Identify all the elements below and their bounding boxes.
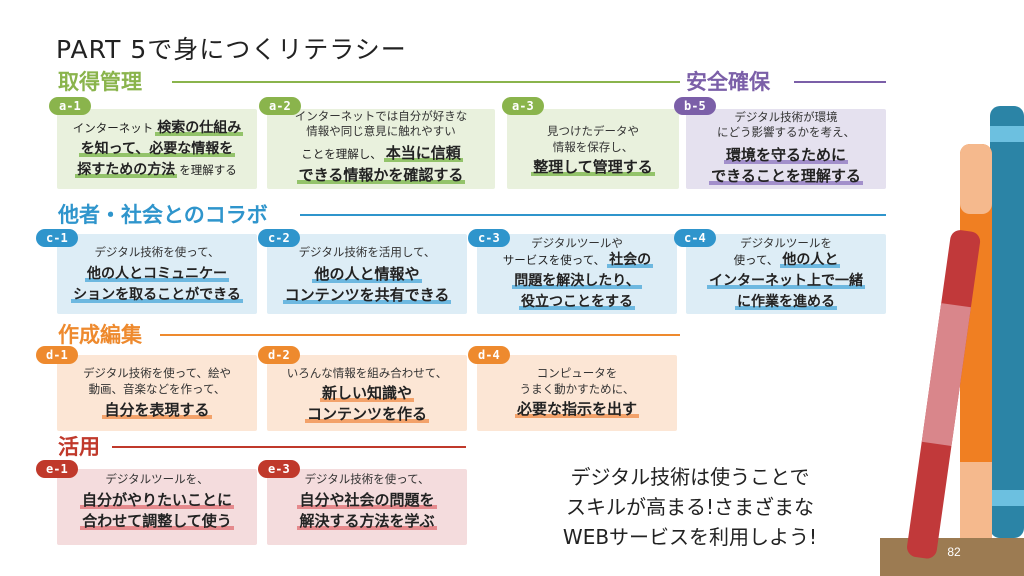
badge-c3: c-3: [468, 229, 510, 247]
card-a3: 見つけたデータや 情報を保存し、 整理して管理する: [507, 109, 679, 189]
page-title: PART 5で身につくリテラシー: [56, 35, 407, 64]
section-heading-acquire: 取得管理: [58, 70, 142, 94]
card-c1-emphasis-1: 他の人とコミュニケー: [87, 266, 227, 282]
card-c4-emphasis-3: に作業を進める: [737, 294, 835, 310]
card-c2-emphasis-2: コンテンツを共有できる: [284, 286, 450, 304]
section-heading-collab: 他者・社会とのコラボ: [58, 203, 268, 227]
card-c3-emphasis-2: 問題を解決したり、: [514, 273, 640, 289]
books-illustration: 82: [880, 106, 1024, 576]
card-d2-emphasis-1: 新しい知識や: [321, 384, 412, 402]
card-a2-emphasis-1: 本当に信頼: [385, 144, 461, 162]
card-b5-text-1: デジタル技術が環境: [734, 110, 838, 124]
section-divider-use: [112, 446, 466, 448]
badge-a1: a-1: [49, 97, 91, 115]
card-b5-emphasis-1: 環境を守るために: [725, 146, 846, 164]
closing-message-line-2: スキルが高まる!さまざまな: [565, 495, 815, 519]
bookshelf-base: [880, 538, 1024, 576]
card-d2: いろんな情報を組み合わせて、 新しい知識や コンテンツを作る: [267, 355, 467, 431]
section-heading-use: 活用: [58, 435, 100, 459]
card-a3-emphasis-1: 整理して管理する: [533, 158, 653, 176]
card-a1-emphasis-3: 探すための方法: [77, 162, 176, 178]
badge-c2: c-2: [258, 229, 300, 247]
card-d2-emphasis-2: コンテンツを作る: [306, 405, 427, 423]
card-a2-text-1: インターネットでは自分が好きな: [294, 109, 468, 123]
card-c2-text-1: デジタル技術を活用して、: [298, 245, 436, 259]
card-a2-emphasis-2: できる情報かを確認する: [298, 166, 464, 184]
badge-e3: e-3: [258, 460, 300, 478]
closing-message: デジタル技術は使うことで スキルが高まる!さまざまな WEBサービスを利用しよう…: [520, 462, 860, 552]
card-a2: インターネットでは自分が好きな 情報や同じ意見に触れやすい ことを理解し、本当に…: [267, 109, 495, 189]
card-c3-emphasis-1: 社会の: [609, 252, 652, 268]
card-a1-emphasis-1: 検索の仕組み: [157, 120, 242, 136]
book-red-leaning: [907, 230, 981, 559]
badge-d4: d-4: [468, 346, 510, 364]
card-c1-emphasis-2: ションを取ることができる: [73, 287, 241, 303]
card-c4-text-1: デジタルツールを: [740, 236, 832, 250]
card-d4-emphasis-1: 必要な指示を出す: [516, 400, 637, 418]
section-divider-acquire: [172, 81, 680, 83]
section-divider-safety: [794, 81, 886, 83]
badge-a2: a-2: [259, 97, 301, 115]
card-a3-text-1: 見つけたデータや: [547, 124, 639, 138]
card-c3-text-1: デジタルツールや: [531, 236, 623, 250]
card-c4-text-2: 使って、: [733, 253, 779, 267]
section-heading-safety: 安全確保: [686, 70, 770, 94]
card-d1-text-1: デジタル技術を使って、絵や: [82, 366, 232, 380]
card-e3-emphasis-2: 解決する方法を学ぶ: [299, 512, 435, 530]
badge-d1: d-1: [36, 346, 78, 364]
book-blue: [990, 106, 1024, 538]
closing-message-line-3: WEBサービスを利用しよう!: [562, 525, 818, 549]
card-c4: デジタルツールを 使って、他の人と インターネット上で一緒 に作業を進める: [686, 234, 886, 314]
card-e1-emphasis-2: 合わせて調整して使う: [82, 512, 232, 530]
card-a3-text-2: 情報を保存し、: [552, 140, 634, 154]
card-c4-emphasis-1: 他の人と: [782, 252, 839, 268]
card-e3-emphasis-1: 自分や社会の問題を: [299, 491, 435, 509]
card-a2-text-2: 情報や同じ意見に触れやすい: [306, 124, 456, 138]
card-c1-text-1: デジタル技術を使って、: [94, 245, 220, 259]
card-c3-text-2: サービスを使って、: [502, 253, 606, 267]
section-divider-collab: [300, 214, 886, 216]
card-d4-text-1: コンピュータを: [536, 366, 618, 380]
card-a1-suffix: を理解する: [179, 163, 237, 177]
card-e3: デジタル技術を使って、 自分や社会の問題を 解決する方法を学ぶ: [267, 469, 467, 545]
card-c2: デジタル技術を活用して、 他の人と情報や コンテンツを共有できる: [267, 234, 467, 314]
card-c3: デジタルツールや サービスを使って、社会の 問題を解決したり、 役立つことをする: [477, 234, 677, 314]
card-a1-text: インターネット: [72, 121, 154, 135]
card-d2-text-1: いろんな情報を組み合わせて、: [286, 366, 448, 380]
section-heading-create: 作成編集: [58, 323, 142, 347]
card-e1: デジタルツールを、 自分がやりたいことに 合わせて調整して使う: [57, 469, 257, 545]
card-e1-emphasis-1: 自分がやりたいことに: [81, 491, 232, 509]
badge-d2: d-2: [258, 346, 300, 364]
badge-c4: c-4: [674, 229, 716, 247]
page-number: 82: [947, 545, 961, 559]
card-b5-emphasis-2: できることを理解する: [711, 167, 861, 185]
card-a1: インターネット検索の仕組み を知って、必要な情報を 探すための方法を理解する: [57, 109, 257, 189]
card-d4-text-2: うまく動かすために、: [519, 382, 635, 396]
card-c2-emphasis-1: 他の人と情報や: [314, 265, 420, 283]
card-d1-emphasis-1: 自分を表現する: [104, 401, 210, 419]
card-e3-text-1: デジタル技術を使って、: [304, 472, 430, 486]
card-b5-text-2: にどう影響するかを考え、: [717, 125, 855, 139]
card-c1: デジタル技術を使って、 他の人とコミュニケー ションを取ることができる: [57, 234, 257, 314]
badge-a3: a-3: [502, 97, 544, 115]
closing-message-line-1: デジタル技術は使うことで: [570, 465, 810, 489]
section-divider-create: [160, 334, 680, 336]
card-b5: デジタル技術が環境 にどう影響するかを考え、 環境を守るために できることを理解…: [686, 109, 886, 189]
card-d4: コンピュータを うまく動かすために、 必要な指示を出す: [477, 355, 677, 431]
card-a2-text-3: ことを理解し、: [301, 147, 382, 161]
card-d1: デジタル技術を使って、絵や 動画、音楽などを作って、 自分を表現する: [57, 355, 257, 431]
card-c4-emphasis-2: インターネット上で一緒: [709, 273, 863, 289]
badge-c1: c-1: [36, 229, 78, 247]
badge-b5: b-5: [674, 97, 716, 115]
card-a1-emphasis-2: を知って、必要な情報を: [80, 141, 234, 157]
card-c3-emphasis-3: 役立つことをする: [521, 294, 633, 310]
card-e1-text-1: デジタルツールを、: [105, 472, 209, 486]
card-d1-text-2: 動画、音楽などを作って、: [88, 382, 226, 396]
badge-e1: e-1: [36, 460, 78, 478]
